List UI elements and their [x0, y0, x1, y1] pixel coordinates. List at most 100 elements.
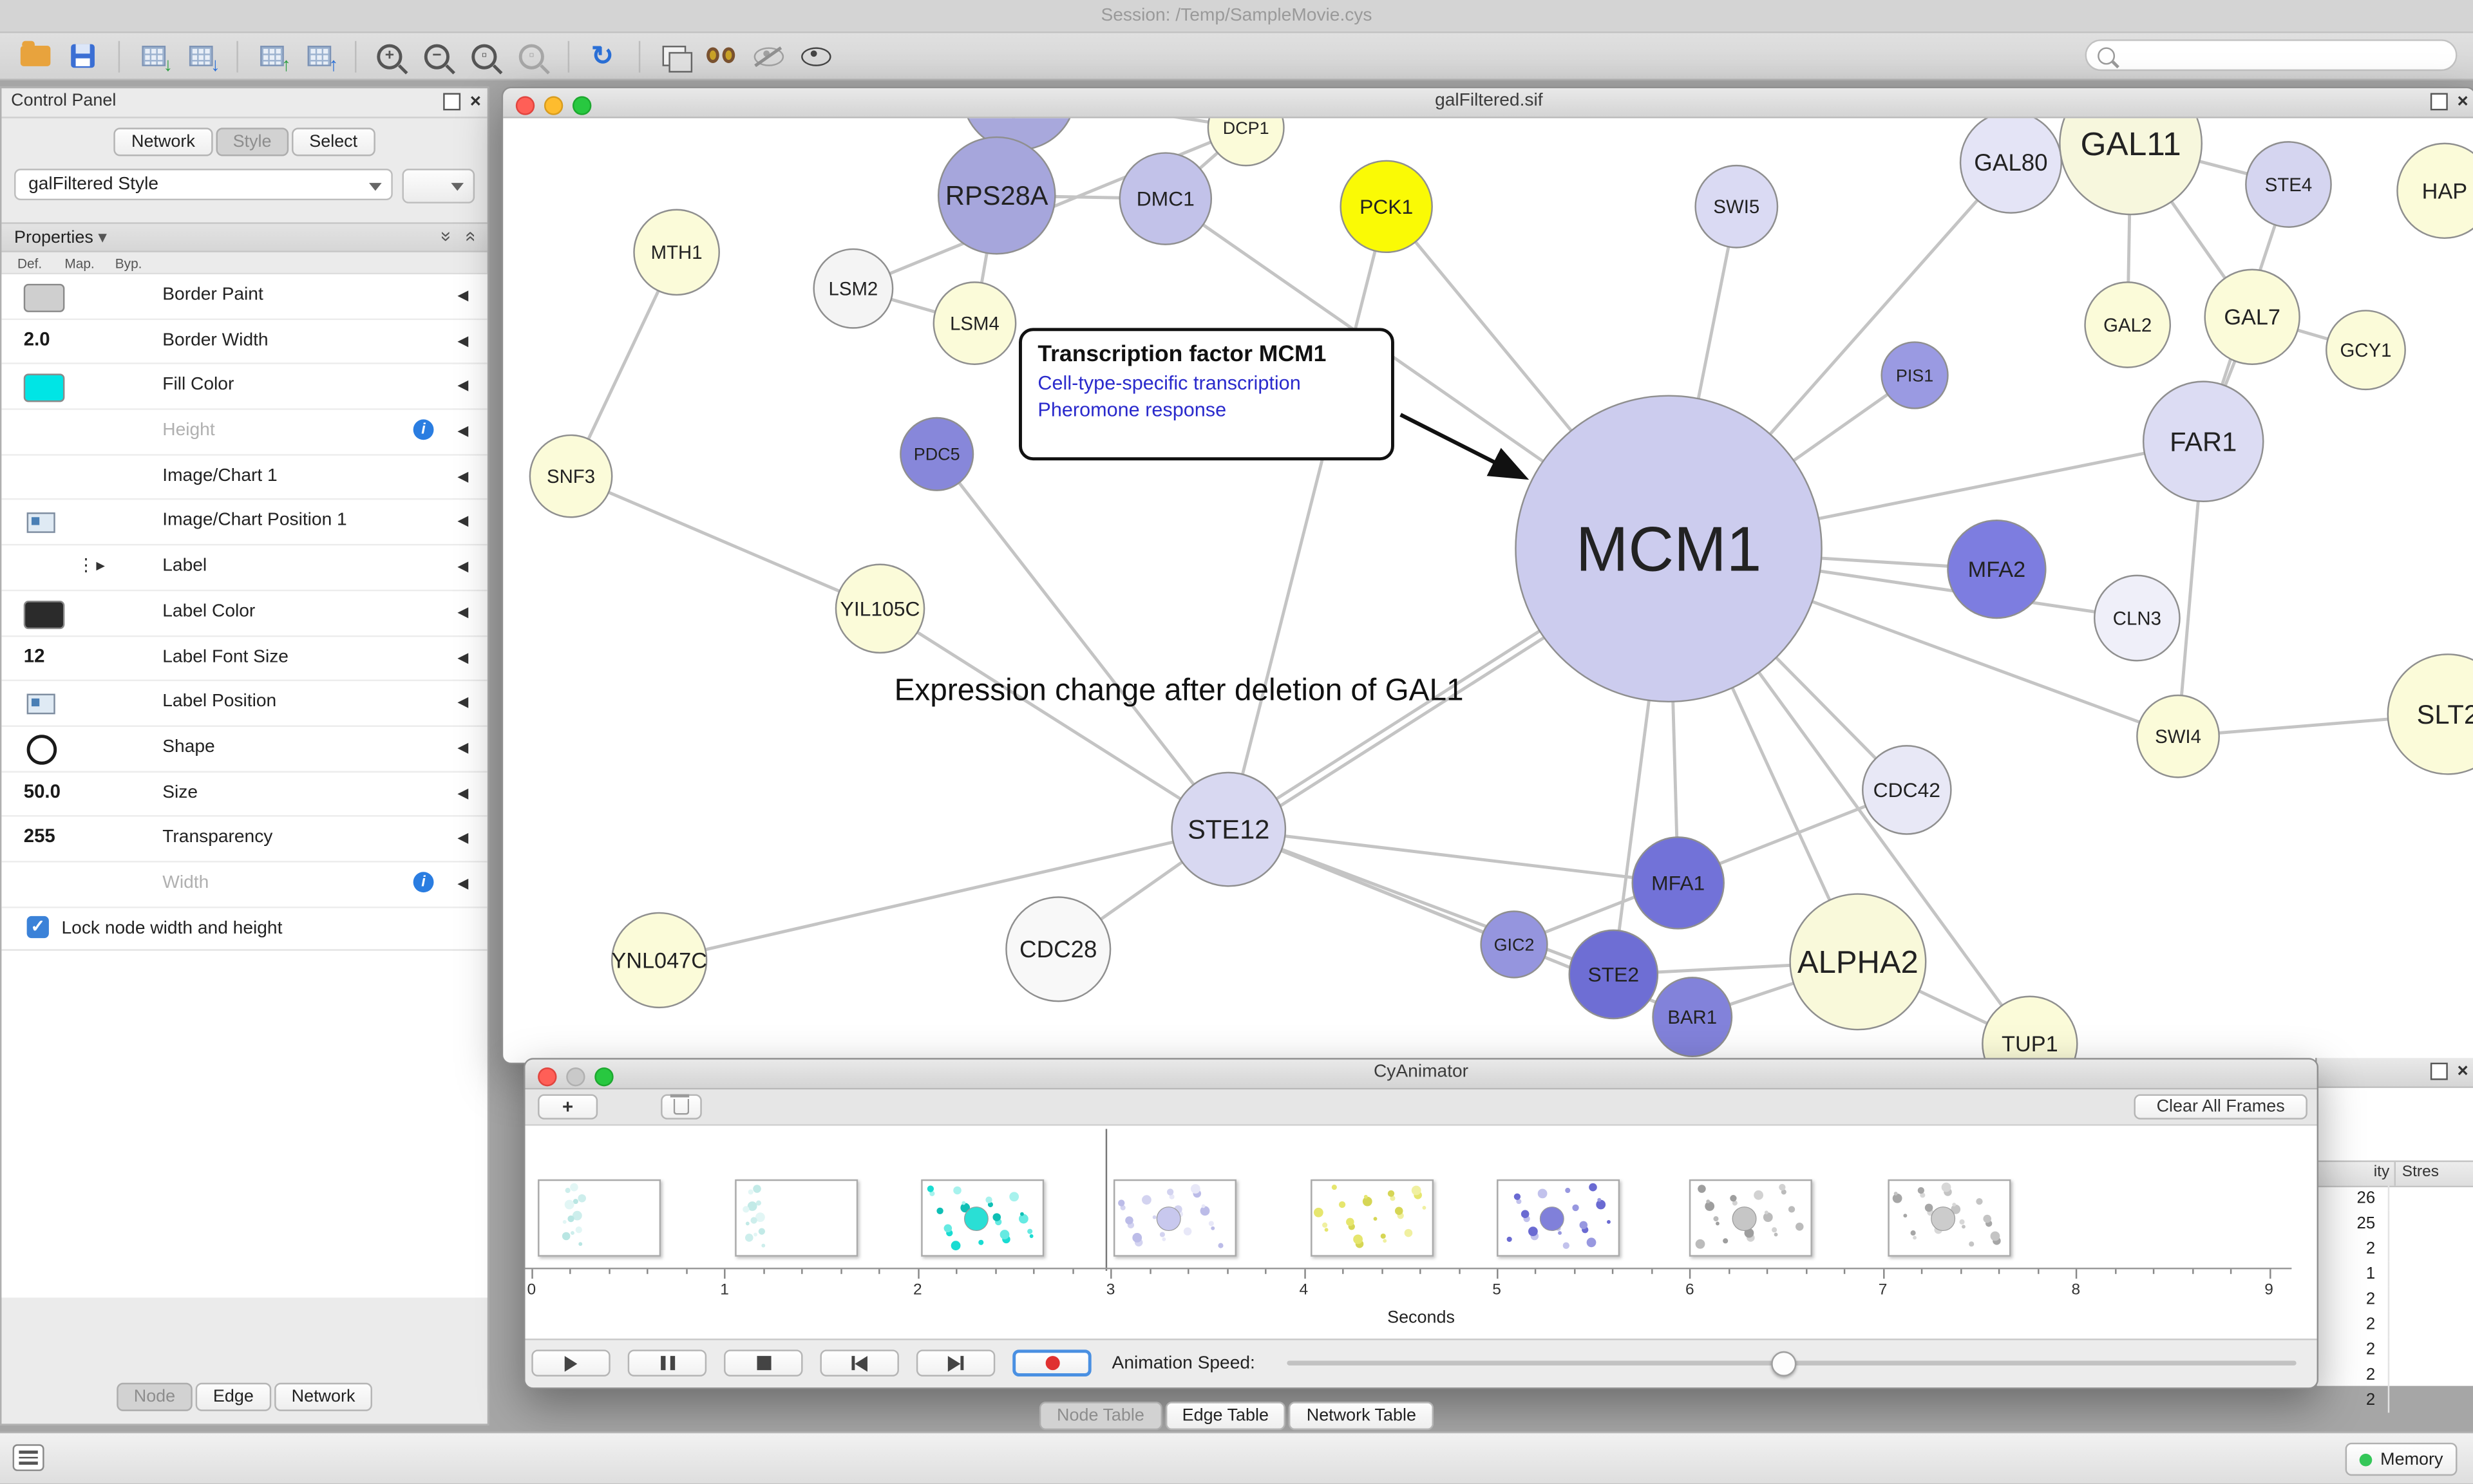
bottom-tab-node[interactable]: Node: [116, 1382, 193, 1411]
export-table-icon[interactable]: ↑: [296, 37, 341, 75]
property-row[interactable]: Label Color◀: [1, 590, 488, 637]
play-button[interactable]: [531, 1349, 611, 1376]
zoom-out-icon[interactable]: −: [415, 37, 459, 75]
position-icon[interactable]: [26, 694, 55, 715]
collapse-all-icon[interactable]: »: [436, 231, 459, 242]
shape-circle-icon[interactable]: [26, 734, 57, 765]
table-row[interactable]: 2: [2317, 1311, 2473, 1337]
expand-row-icon[interactable]: ◀: [457, 829, 469, 846]
table-row[interactable]: 2: [2317, 1236, 2473, 1262]
default-value[interactable]: 50.0: [23, 780, 61, 802]
frame-thumbnail-4[interactable]: [1311, 1179, 1434, 1257]
node-pdc5[interactable]: [900, 417, 974, 491]
float-panel-icon[interactable]: [443, 93, 461, 111]
style-options-button[interactable]: [402, 169, 475, 203]
node-gcy1[interactable]: [2326, 310, 2406, 391]
zoom-in-icon[interactable]: +: [368, 37, 412, 75]
node-gal80[interactable]: [1959, 118, 2063, 214]
animation-speed-slider[interactable]: [1287, 1351, 2297, 1376]
maximize-window-icon[interactable]: [594, 1066, 614, 1086]
export-network-icon[interactable]: ↑: [249, 37, 294, 75]
delete-frame-button[interactable]: [661, 1094, 702, 1120]
node-swi5[interactable]: [1694, 164, 1779, 249]
node-swi4[interactable]: [2136, 694, 2220, 778]
import-network-icon[interactable]: ↓: [131, 37, 175, 75]
node-lsm2[interactable]: [813, 248, 894, 329]
bottom-tab-network[interactable]: Network: [274, 1382, 373, 1411]
node-gic2[interactable]: [1480, 910, 1548, 979]
frame-thumbnail-0[interactable]: [538, 1179, 661, 1257]
pause-button[interactable]: [627, 1349, 707, 1376]
table-row[interactable]: 26: [2317, 1185, 2473, 1211]
node-gal11[interactable]: [2059, 118, 2203, 216]
record-button[interactable]: [1012, 1349, 1092, 1376]
property-row[interactable]: Shape◀: [1, 726, 488, 772]
node-cdc42[interactable]: [1862, 745, 1952, 835]
node-ynl047c[interactable]: [611, 912, 708, 1009]
node-rps28a[interactable]: [937, 136, 1056, 255]
close-window-icon[interactable]: [515, 95, 535, 115]
node-ste4[interactable]: [2245, 141, 2332, 228]
expand-row-icon[interactable]: ◀: [457, 875, 469, 891]
zoom-fit-icon[interactable]: ▫: [462, 37, 507, 75]
expand-row-icon[interactable]: ◀: [457, 603, 469, 619]
column-header[interactable]: ity: [2317, 1161, 2396, 1186]
node-lsm4[interactable]: [933, 281, 1017, 365]
node-tup1[interactable]: [1982, 995, 2078, 1063]
frame-thumbnail-5[interactable]: [1497, 1179, 1620, 1257]
tab-style[interactable]: Style: [215, 127, 289, 156]
info-icon[interactable]: i: [413, 872, 434, 892]
default-value[interactable]: 12: [23, 644, 45, 666]
node-snf3[interactable]: [529, 434, 613, 518]
property-row[interactable]: Image/Chart Position 1◀: [1, 500, 488, 546]
table-row[interactable]: 2: [2317, 1337, 2473, 1362]
node-hap[interactable]: [2396, 142, 2473, 239]
float-view-icon[interactable]: [2430, 93, 2448, 111]
node-mth1[interactable]: [633, 209, 720, 296]
playhead[interactable]: [1104, 1129, 1108, 1271]
expand-row-icon[interactable]: ◀: [457, 784, 469, 801]
tab-edge-table[interactable]: Edge Table: [1164, 1402, 1286, 1431]
frame-thumbnail-2[interactable]: [921, 1179, 1045, 1257]
frame-thumbnail-1[interactable]: [735, 1179, 858, 1257]
annotation-link-2[interactable]: Pheromone response: [1038, 399, 1227, 421]
animator-titlebar[interactable]: CyAnimator: [525, 1059, 2317, 1090]
expand-row-icon[interactable]: ◀: [457, 377, 469, 393]
style-dropdown[interactable]: galFiltered Style: [14, 169, 393, 201]
node-yil105c[interactable]: [835, 563, 925, 654]
node-ste12[interactable]: [1171, 771, 1287, 887]
default-value[interactable]: 2.0: [23, 327, 50, 350]
node-far1[interactable]: [2142, 380, 2264, 503]
frame-thumbnail-3[interactable]: [1113, 1179, 1237, 1257]
color-swatch[interactable]: [23, 600, 65, 629]
network-canvas[interactable]: RPS28BRPS28ADMC1DCP1PCK1SWI5GAL80GAL11ST…: [503, 118, 2473, 1063]
node-dmc1[interactable]: [1119, 152, 1213, 245]
node-pck1[interactable]: [1340, 160, 1433, 254]
bottom-tab-edge[interactable]: Edge: [195, 1382, 271, 1411]
snapshot-icon[interactable]: [651, 37, 696, 75]
close-panel-icon[interactable]: ×: [469, 89, 481, 112]
node-mcm1[interactable]: [1515, 395, 1823, 703]
frame-thumbnail-7[interactable]: [1888, 1179, 2011, 1257]
node-slt2[interactable]: [2387, 653, 2473, 775]
maximize-window-icon[interactable]: [572, 95, 592, 115]
frame-thumbnail-6[interactable]: [1689, 1179, 1812, 1257]
expand-row-icon[interactable]: ◀: [457, 558, 469, 574]
table-row[interactable]: 2: [2317, 1286, 2473, 1312]
zoom-selected-icon[interactable]: ▫: [509, 37, 554, 75]
expand-row-icon[interactable]: ◀: [457, 332, 469, 348]
node-ste2[interactable]: [1568, 929, 1659, 1020]
position-icon[interactable]: [26, 512, 55, 534]
open-session-icon[interactable]: [13, 37, 57, 75]
node-dcp1[interactable]: [1207, 118, 1285, 167]
expand-row-icon[interactable]: ◀: [457, 648, 469, 665]
node-mfa1[interactable]: [1631, 836, 1725, 930]
node-cdc28[interactable]: [1005, 896, 1112, 1002]
expand-all-icon[interactable]: »: [458, 231, 481, 242]
network-window-titlebar[interactable]: galFiltered.sif ×: [503, 88, 2473, 118]
node-gal7[interactable]: [2204, 268, 2300, 365]
property-row[interactable]: Image/Chart 1◀: [1, 455, 488, 501]
